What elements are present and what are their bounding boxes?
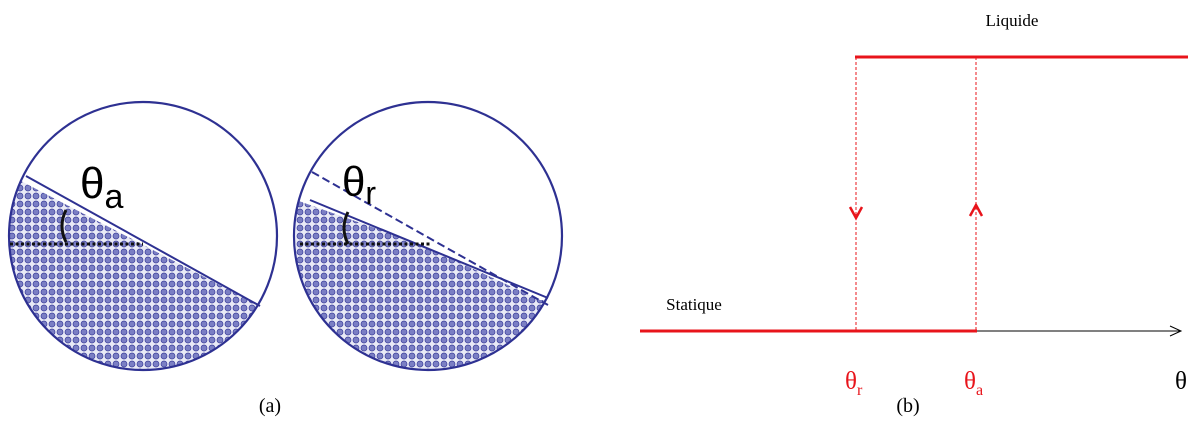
hysteresis-diagram: Liquide Statique θr θa θ <box>640 11 1188 399</box>
label-statique: Statique <box>666 295 722 314</box>
theta-axis-arrowhead <box>1169 325 1183 337</box>
caption-b: (b) <box>896 395 919 417</box>
label-liquide: Liquide <box>986 11 1039 30</box>
theta-r-label: θr <box>342 158 376 211</box>
drum-outline-right <box>292 100 564 372</box>
tick-theta-r: θr <box>845 368 863 399</box>
drum-advancing: θa <box>7 100 279 372</box>
free-surface-right <box>309 199 549 299</box>
granular-pile-left <box>9 170 260 370</box>
free-surface-left <box>25 175 261 307</box>
theta-a-label: θa <box>80 159 123 216</box>
drum-receding: θr <box>292 100 564 372</box>
reference-slope-right <box>311 171 549 306</box>
axis-label-theta: θ <box>1175 368 1187 395</box>
up-arrow-icon <box>968 202 984 217</box>
drum-outline-left <box>7 100 279 372</box>
caption-a: (a) <box>259 395 281 417</box>
tick-theta-a: θa <box>964 368 983 399</box>
down-arrow-icon <box>848 206 864 221</box>
angle-arc-left <box>60 209 68 243</box>
angle-arc-right <box>342 211 350 245</box>
